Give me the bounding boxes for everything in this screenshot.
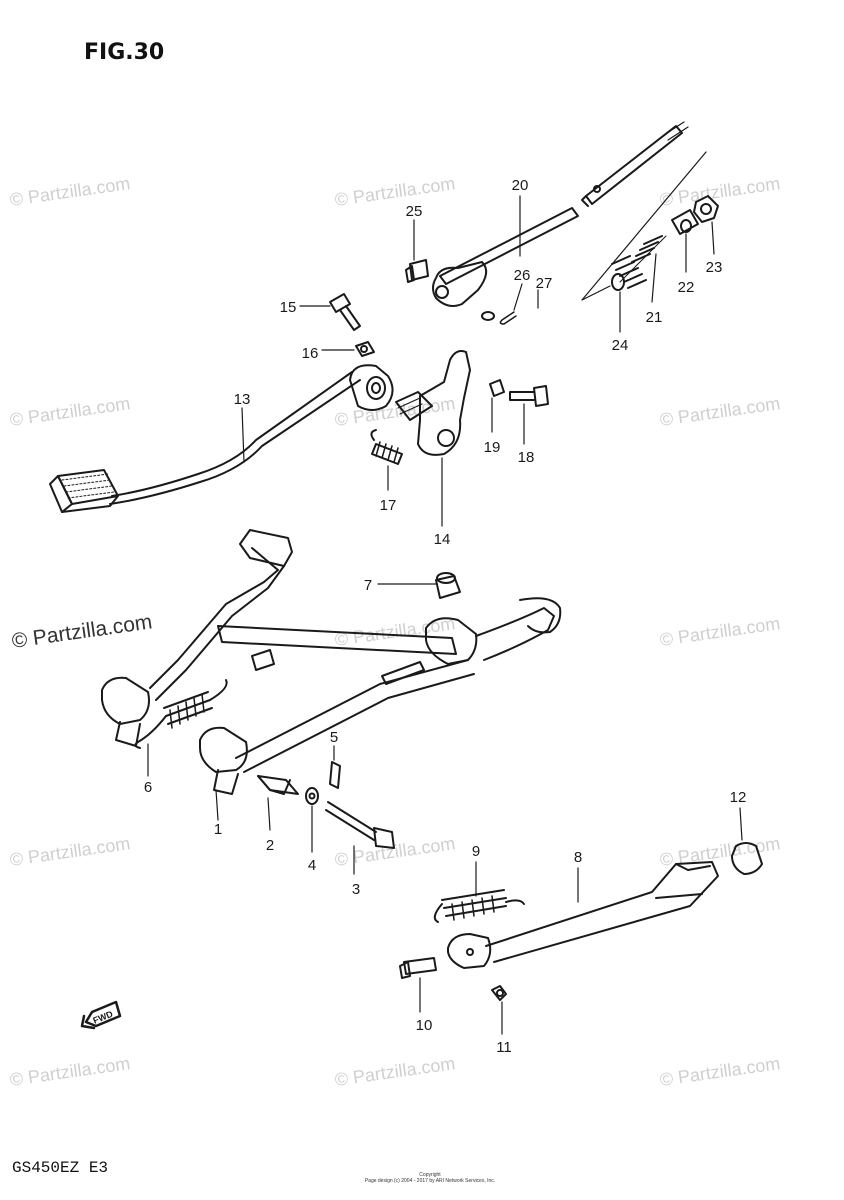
callout-11: 11 xyxy=(496,1039,512,1056)
callout-15: 15 xyxy=(280,299,297,316)
brake-pedal-part xyxy=(49,364,394,513)
callout-3: 3 xyxy=(352,881,360,898)
callout-2: 2 xyxy=(266,837,274,854)
callout-16: 16 xyxy=(302,345,319,362)
callout-6: 6 xyxy=(144,779,152,796)
bolt-18-part xyxy=(489,379,549,407)
callout-13: 13 xyxy=(234,391,251,408)
callout-14: 14 xyxy=(434,531,451,548)
callout-27: 27 xyxy=(536,275,553,292)
brake-rod-part xyxy=(439,121,689,285)
callout-19: 19 xyxy=(484,439,501,456)
center-stand-part xyxy=(101,529,562,795)
callout-12: 12 xyxy=(730,789,747,806)
pedal-arm-part xyxy=(370,350,471,465)
callout-10: 10 xyxy=(416,1017,433,1034)
side-stand-part xyxy=(399,842,763,1001)
copyright-notice: Copyright Page design (c) 2004 - 2017 by… xyxy=(360,1172,500,1184)
callout-18: 18 xyxy=(518,449,535,466)
adjuster-parts xyxy=(581,151,719,301)
callout-17: 17 xyxy=(380,497,397,514)
rod-arm-part xyxy=(405,259,517,325)
stand-hardware xyxy=(257,761,395,849)
copyright-line-1: Copyright xyxy=(419,1172,441,1178)
copyright-line-2: Page design (c) 2004 - 2017 by ARI Netwo… xyxy=(364,1178,496,1184)
callout-20: 20 xyxy=(512,177,529,194)
callout-26: 26 xyxy=(514,267,531,284)
callout-21: 21 xyxy=(646,309,663,326)
stop-rubber-part xyxy=(435,572,461,599)
leader-lines xyxy=(147,195,743,1035)
stand-spring-part xyxy=(134,679,228,749)
callout-9: 9 xyxy=(472,843,480,860)
callout-25: 25 xyxy=(406,203,423,220)
callout-5: 5 xyxy=(330,729,338,746)
front-direction-arrow xyxy=(80,1000,122,1030)
callout-8: 8 xyxy=(574,849,582,866)
figure-title: FIG.30 xyxy=(84,40,165,65)
callout-1: 1 xyxy=(214,821,222,838)
callout-7: 7 xyxy=(364,577,372,594)
model-code: GS450EZ E3 xyxy=(12,1159,109,1177)
callout-labels: 1 2 3 4 5 6 7 8 9 10 11 12 13 14 15 16 1… xyxy=(91,177,746,1056)
callout-4: 4 xyxy=(308,857,316,874)
callout-22: 22 xyxy=(678,279,695,296)
callout-23: 23 xyxy=(706,259,723,276)
bolt-15-part xyxy=(329,293,375,357)
callout-24: 24 xyxy=(612,337,629,354)
